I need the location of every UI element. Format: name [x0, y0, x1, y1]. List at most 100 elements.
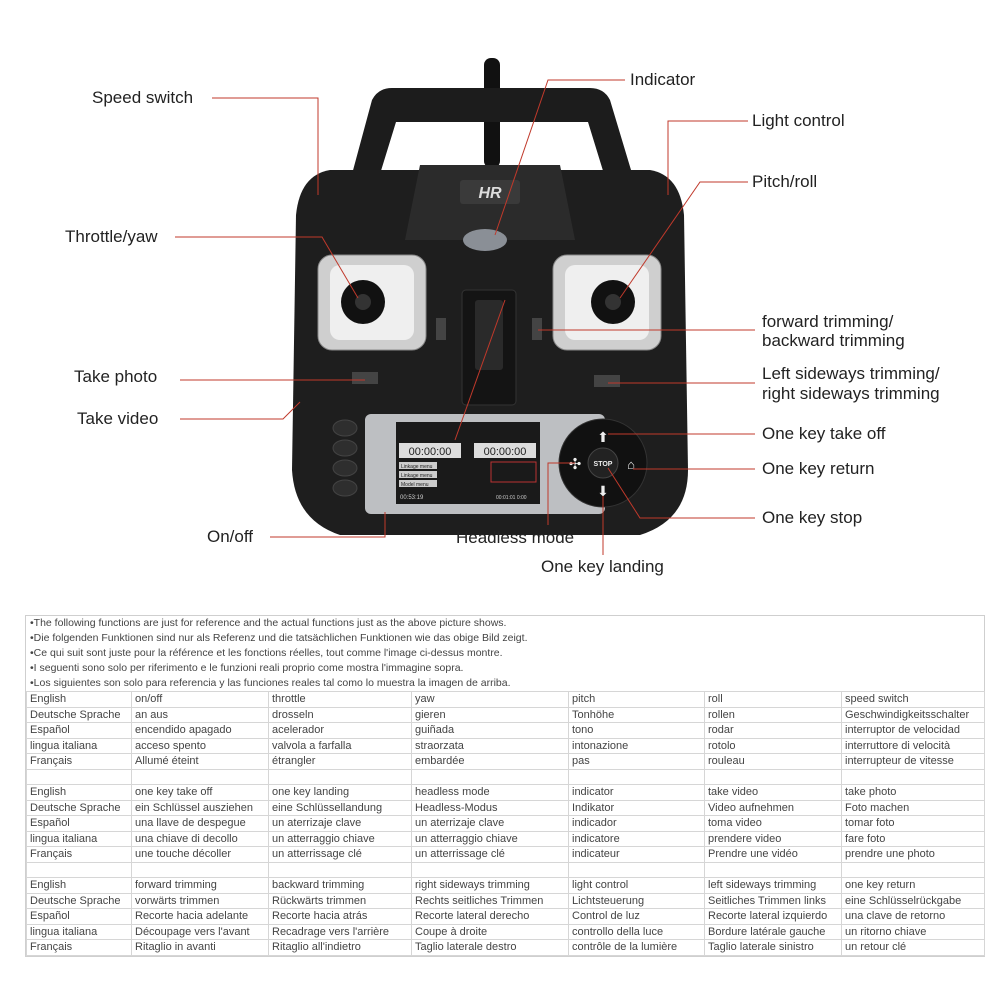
translation-cell: interruptor de velocidad	[841, 722, 985, 739]
translation-cell: rouleau	[704, 753, 842, 770]
translation-cell: Geschwindigkeitsschalter	[841, 706, 985, 723]
translation-cell: Seitliches Trimmen links	[704, 892, 842, 909]
translation-cell: interrupteur de vitesse	[841, 753, 985, 770]
translation-cell: un atterrissage clé	[268, 846, 412, 863]
sideways-trim-tab[interactable]	[594, 375, 620, 387]
empty-cell	[131, 861, 269, 878]
translation-cell: un retour clé	[841, 939, 985, 956]
left-trim-tab[interactable]	[436, 318, 446, 340]
translation-cell: un ritorno chiave	[841, 923, 985, 940]
language-cell: Français	[26, 846, 132, 863]
language-cell: lingua italiana	[26, 830, 132, 847]
lcd-footer-time: 00:01:01 0:00	[496, 495, 527, 501]
translation-cell: one key return	[841, 877, 985, 894]
translation-cell: intonazione	[568, 737, 705, 754]
translation-cell: eine Schlüssellandung	[268, 799, 412, 816]
label-right-sideways: right sideways trimming	[762, 384, 940, 403]
translation-cell: indicatore	[568, 830, 705, 847]
label-headless-mode: Headless mode	[456, 528, 575, 547]
callout-lines	[175, 79, 755, 555]
language-cell: English	[26, 784, 132, 801]
translation-cell: speed switch	[841, 691, 985, 708]
label-one-key-return: One key return	[762, 459, 875, 478]
label-take-video: Take video	[77, 409, 159, 428]
language-cell: Français	[26, 753, 132, 770]
label-one-key-take-off: One key take off	[762, 424, 886, 443]
translation-cell: Headless-Modus	[411, 799, 569, 816]
empty-cell	[568, 861, 705, 878]
translation-cell: un atterrissage clé	[411, 846, 569, 863]
translation-cell: Foto machen	[841, 799, 985, 816]
carry-handle	[345, 88, 640, 200]
translation-cell: Prendre une vidéo	[704, 846, 842, 863]
landing-arrow-icon[interactable]: ⬇	[597, 483, 609, 499]
note-line: •Die folgenden Funktionen sind nur als R…	[30, 632, 528, 644]
language-cell: English	[26, 691, 132, 708]
label-left-sideways: Left sideways trimming/	[762, 364, 940, 383]
language-cell: English	[26, 877, 132, 894]
translation-cell: rollen	[704, 706, 842, 723]
translation-cell: Video aufnehmen	[704, 799, 842, 816]
translation-cell: yaw	[411, 691, 569, 708]
label-take-photo: Take photo	[74, 367, 158, 386]
translation-cell: valvola a farfalla	[268, 737, 412, 754]
empty-cell	[568, 768, 705, 785]
translation-cell: una clave de retorno	[841, 908, 985, 925]
label-speed-switch: Speed switch	[92, 88, 194, 107]
translation-cell: take photo	[841, 784, 985, 801]
note-line: •Los siguientes son solo para referencia…	[30, 677, 511, 689]
lcd-menu-3: Model menu	[401, 482, 429, 488]
forward-backward-trim-tab[interactable]	[532, 318, 542, 340]
spacer-row	[26, 861, 985, 878]
translation-cell: one key landing	[268, 784, 412, 801]
logo-plate	[460, 180, 520, 204]
translation-cell: ein Schlüssel ausziehen	[131, 799, 269, 816]
take-off-arrow-icon[interactable]: ⬆	[597, 429, 609, 445]
translation-cell: tomar foto	[841, 815, 985, 832]
empty-cell	[268, 768, 412, 785]
translation-cell: left sideways trimming	[704, 877, 842, 894]
lcd-clock: 00:53:19	[400, 495, 424, 501]
translation-cell: light control	[568, 877, 705, 894]
translation-cell: straorzata	[411, 737, 569, 754]
translation-cell: take video	[704, 784, 842, 801]
language-cell: Deutsche Sprache	[26, 799, 132, 816]
translation-cell: indicador	[568, 815, 705, 832]
translation-cell: rodar	[704, 722, 842, 739]
label-backward-trimming: backward trimming	[762, 331, 905, 350]
translation-cell: étrangler	[268, 753, 412, 770]
translation-cell: forward trimming	[131, 877, 269, 894]
empty-cell	[131, 768, 269, 785]
stop-button[interactable]	[587, 447, 619, 479]
language-cell: Español	[26, 722, 132, 739]
return-home-icon[interactable]: ⌂	[627, 457, 635, 472]
lcd-timer-right: 00:00:00	[484, 446, 527, 458]
translation-cell: rotolo	[704, 737, 842, 754]
language-cell: Español	[26, 908, 132, 925]
language-cell: Deutsche Sprache	[26, 706, 132, 723]
empty-cell	[704, 768, 842, 785]
indicator-light	[463, 229, 507, 251]
translation-cell: Recadrage vers l'arrière	[268, 923, 412, 940]
spacer-row	[26, 768, 985, 785]
language-cell: Français	[26, 939, 132, 956]
translation-cell: pas	[568, 753, 705, 770]
empty-cell	[411, 768, 569, 785]
translation-cell: on/off	[131, 691, 269, 708]
empty-cell	[26, 861, 132, 878]
take-photo-button[interactable]	[352, 372, 378, 384]
translation-cell: contrôle de la lumière	[568, 939, 705, 956]
label-pitch-roll: Pitch/roll	[752, 172, 818, 191]
translation-cell: un aterrizaje clave	[268, 815, 412, 832]
label-throttle-yaw: Throttle/yaw	[65, 227, 158, 246]
lcd-menu-2: Linkage menu	[401, 473, 433, 479]
headless-mode-icon[interactable]: ✣	[569, 456, 582, 473]
